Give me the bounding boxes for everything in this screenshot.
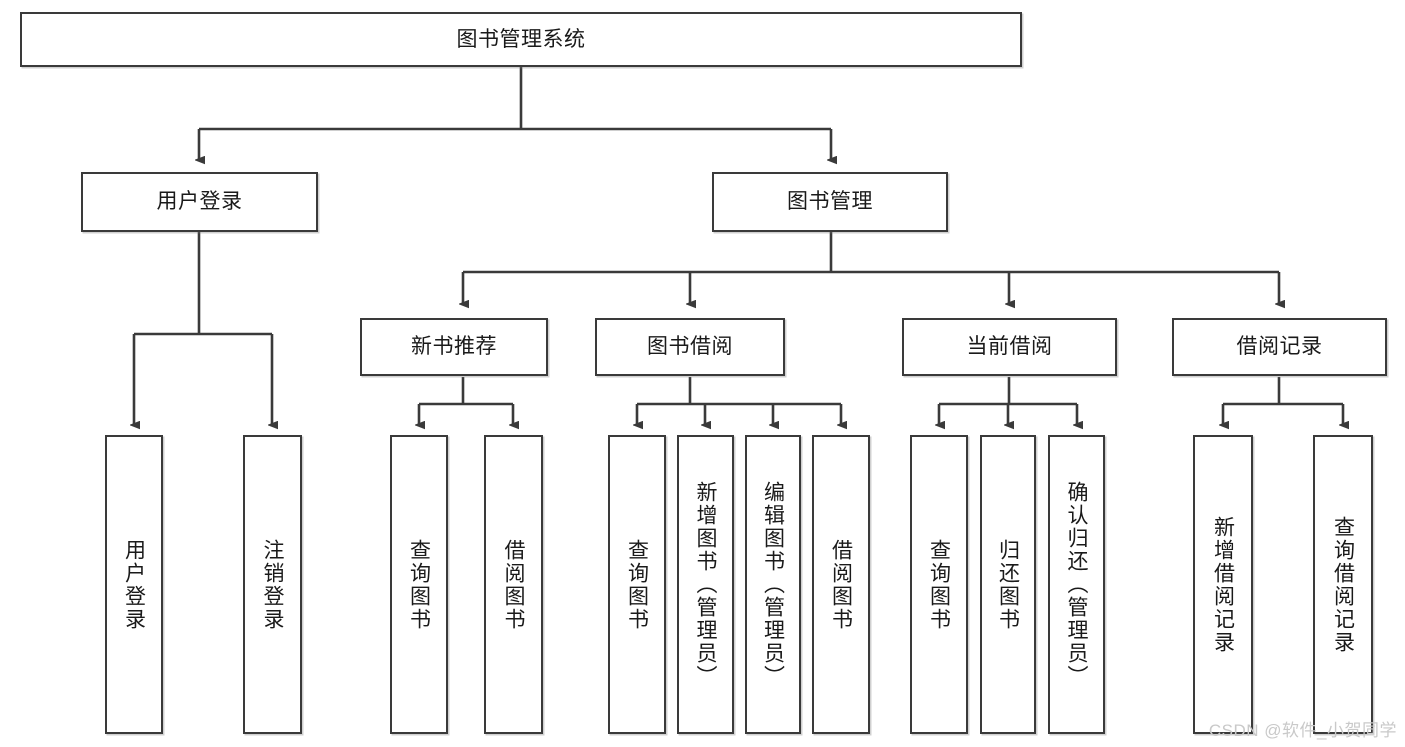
watermark: CSDN @软件_小贺同学	[1208, 721, 1397, 740]
node-leaf-borrow-query[interactable]: 查询图书	[608, 435, 666, 734]
node-leaf-borrow-edit-book[interactable]: 编辑图书（管理员）	[745, 435, 801, 734]
node-current-borrow-label: 当前借阅	[966, 335, 1053, 359]
node-leaf-label: 用户登录	[122, 538, 146, 631]
node-leaf-new-book-query[interactable]: 查询图书	[390, 435, 448, 734]
node-book-borrow-label: 图书借阅	[647, 335, 733, 359]
node-leaf-label: 查询图书	[625, 538, 649, 631]
node-borrow-record-label: 借阅记录	[1236, 335, 1323, 359]
node-leaf-current-query[interactable]: 查询图书	[910, 435, 968, 734]
node-leaf-label: 注销登录	[261, 538, 284, 631]
node-new-book-recommend-label: 新书推荐	[411, 335, 497, 359]
node-user-login[interactable]: 用户登录	[81, 172, 318, 232]
node-leaf-label: 借阅图书	[829, 538, 853, 631]
node-leaf-label: 编辑图书（管理员）	[761, 481, 785, 688]
node-root-label: 图书管理系统	[456, 27, 586, 51]
node-leaf-record-add[interactable]: 新增借阅记录	[1193, 435, 1253, 734]
node-user-login-label: 用户登录	[156, 190, 243, 214]
node-new-book-recommend[interactable]: 新书推荐	[360, 318, 548, 376]
node-leaf-label: 新增图书（管理员）	[694, 481, 717, 688]
node-leaf-label: 借阅图书	[502, 538, 525, 631]
node-borrow-record[interactable]: 借阅记录	[1172, 318, 1387, 376]
node-leaf-label: 确认归还（管理员）	[1065, 481, 1088, 688]
node-root[interactable]: 图书管理系统	[20, 12, 1022, 67]
node-leaf-label: 查询借阅记录	[1331, 515, 1355, 654]
node-leaf-current-confirm-return[interactable]: 确认归还（管理员）	[1048, 435, 1105, 734]
node-leaf-label: 查询图书	[407, 538, 431, 631]
node-leaf-user-login-login[interactable]: 用户登录	[105, 435, 163, 734]
node-leaf-user-login-logout[interactable]: 注销登录	[243, 435, 302, 734]
node-book-borrow[interactable]: 图书借阅	[595, 318, 785, 376]
node-leaf-new-book-borrow[interactable]: 借阅图书	[484, 435, 543, 734]
node-leaf-borrow-add-book[interactable]: 新增图书（管理员）	[677, 435, 734, 734]
node-leaf-label: 查询图书	[927, 538, 951, 631]
node-leaf-current-return[interactable]: 归还图书	[980, 435, 1036, 734]
node-book-manage[interactable]: 图书管理	[712, 172, 948, 232]
node-leaf-borrow-borrow-book[interactable]: 借阅图书	[812, 435, 870, 734]
node-book-manage-label: 图书管理	[787, 190, 873, 214]
node-leaf-record-query[interactable]: 查询借阅记录	[1313, 435, 1373, 734]
node-current-borrow[interactable]: 当前借阅	[902, 318, 1117, 376]
node-leaf-label: 归还图书	[996, 538, 1020, 631]
node-leaf-label: 新增借阅记录	[1211, 515, 1235, 654]
